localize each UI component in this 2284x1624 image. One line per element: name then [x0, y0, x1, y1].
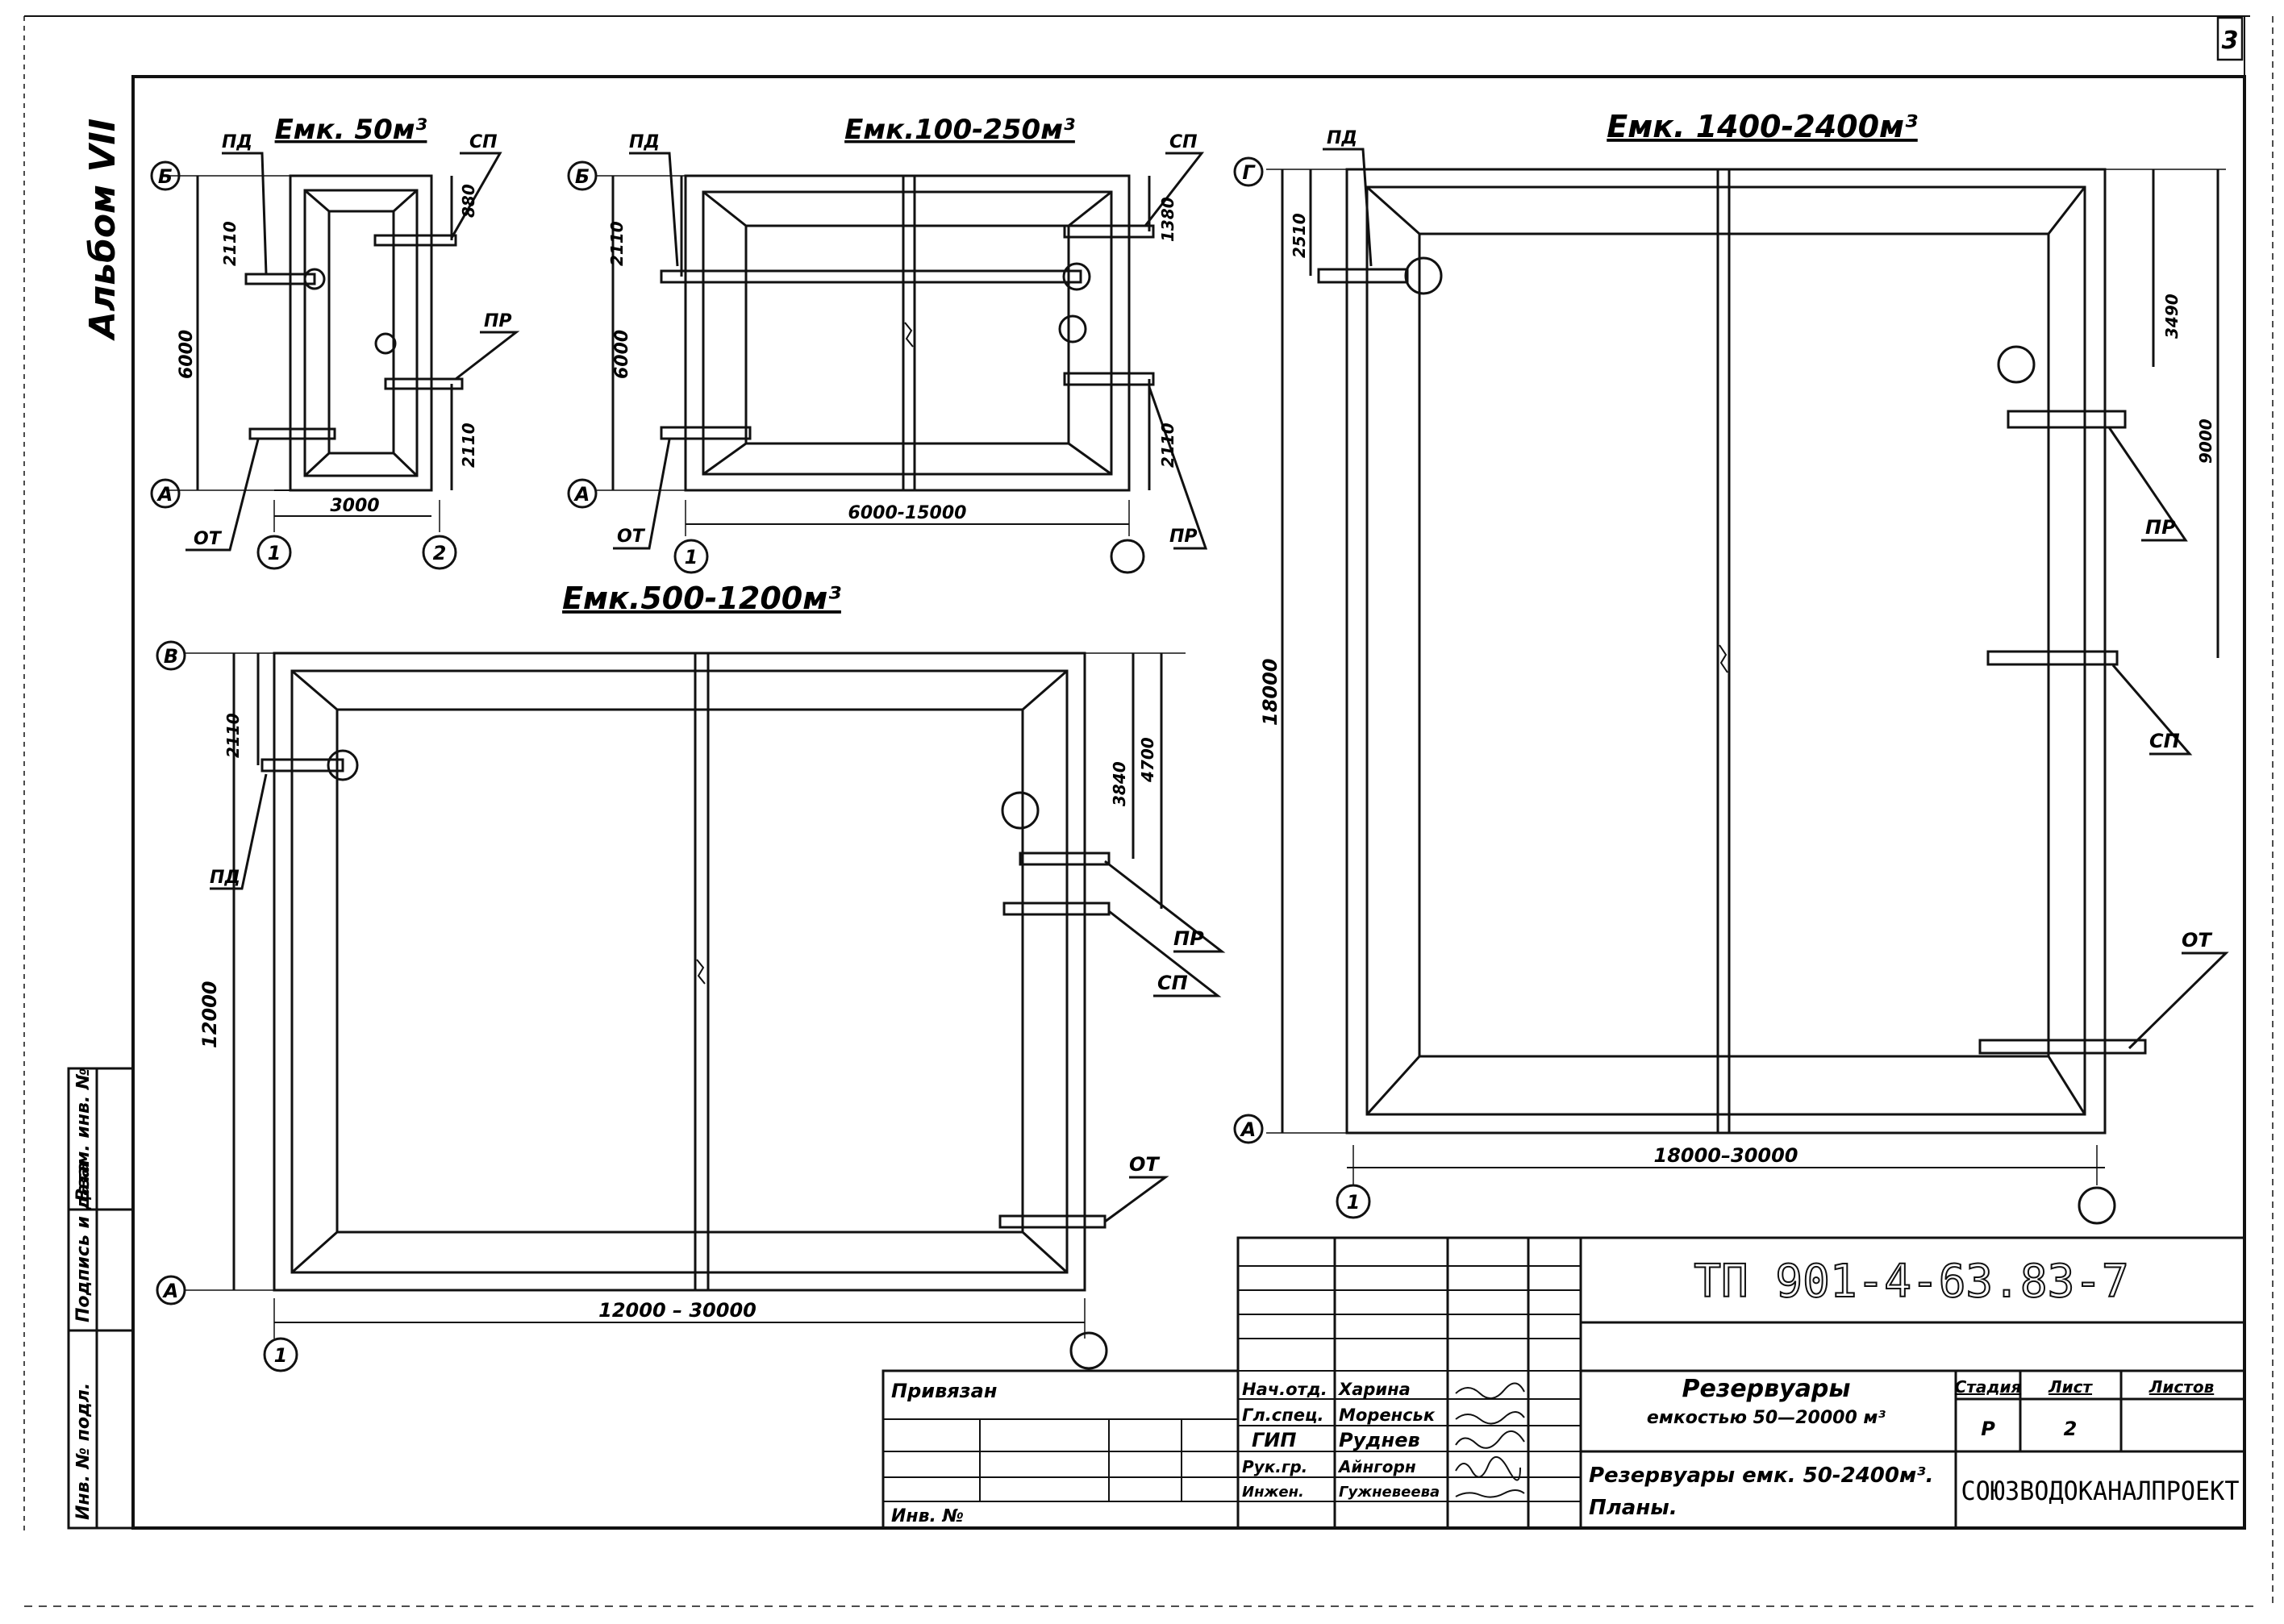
plan-500-dim-pr: 4700 — [1138, 737, 1157, 783]
plan-100-dim-sp: 1380 — [1158, 197, 1177, 242]
plan-500-label-pr: ПР — [1173, 927, 1204, 950]
plan-50-dim-width: 3000 — [330, 496, 379, 516]
plan-100-axis-top: Б — [575, 165, 590, 188]
plan-100-title: Емк.100-250м³ — [844, 114, 1075, 146]
plan-500-label-sp: СП — [1157, 972, 1188, 994]
role-0: Нач.отд. — [1242, 1380, 1327, 1399]
role-3-name: Айнгорн — [1337, 1457, 1416, 1476]
side-stamp — [67, 1067, 135, 1530]
plan-100-axis-bottom: A — [573, 483, 590, 506]
plan-1400-label-ot: ОТ — [2182, 929, 2212, 951]
plan-500-axis-left: 1 — [274, 1344, 288, 1367]
plan-100-label-pr: ПР — [1169, 527, 1198, 547]
plan-500-label-ot: ОТ — [1129, 1153, 1160, 1176]
role-2-name: Руднев — [1339, 1429, 1420, 1451]
plan-50-axis-top: Б — [158, 165, 173, 188]
role-4-name: Гужневеева — [1339, 1484, 1440, 1501]
plan-500-title: Емк.500-1200м³ — [562, 581, 841, 616]
plan-1400-axis-left: 1 — [1347, 1191, 1361, 1214]
album-label: Альбом VII — [82, 119, 123, 341]
plan-1400: Емк. 1400-2400м³ — [1233, 109, 2229, 1225]
project-title-2: емкостью 50—20000 м³ — [1647, 1408, 1886, 1428]
plan-500-dim-pd: 2110 — [223, 713, 243, 758]
sheet-title-2: Планы. — [1589, 1496, 1678, 1520]
sheet-number: 3 — [2222, 27, 2239, 55]
plan-1400-label-sp: СП — [2149, 730, 2180, 752]
privyazan-label: Привязан — [891, 1380, 997, 1402]
doc-code: ТП 901-4-63.83-7 — [1694, 1255, 2128, 1308]
sheet-frame — [23, 15, 2274, 1607]
plan-1400-label-pd: ПД — [1327, 128, 1357, 148]
plan-500-axis-top: В — [164, 645, 178, 668]
plan-50-label-ot: ОТ — [194, 529, 223, 549]
plan-100-label-ot: ОТ — [617, 527, 646, 547]
plan-1400-dim-height: 18000 — [1259, 659, 1282, 727]
plan-50-label-pd: ПД — [222, 132, 252, 152]
plan-500-dim-width: 12000 – 30000 — [598, 1299, 756, 1322]
plan-100-dim-pr: 2110 — [1158, 423, 1177, 468]
plan-1400-axis-top: Г — [1242, 161, 1256, 184]
plan-50-label-sp: СП — [469, 132, 498, 152]
plan-1400-title: Емк. 1400-2400м³ — [1607, 109, 1918, 144]
role-2: ГИП — [1252, 1429, 1296, 1451]
plan-100-dim-pd: 2110 — [607, 221, 627, 266]
plan-500-dim-height: 12000 — [198, 981, 221, 1049]
stage-label: Стадия — [1955, 1377, 2022, 1397]
plan-50-title: Емк. 50м³ — [275, 114, 427, 146]
plan-1400-dim-pd: 2510 — [1290, 213, 1309, 258]
sheet-label: Лист — [2048, 1377, 2093, 1397]
role-0-name: Харина — [1337, 1380, 1411, 1399]
plan-50-axis-left: 1 — [268, 542, 281, 564]
organization: СОЮЗВОДОКАНАЛПРОЕКТ — [1961, 1476, 2240, 1506]
side-stamp-inv: Инв. № подл. — [73, 1383, 94, 1520]
sheet-title-1: Резервуары емк. 50-2400м³. — [1589, 1464, 1933, 1488]
plan-100-dim-width: 6000-15000 — [848, 503, 967, 523]
plan-100-axis-left: 1 — [685, 546, 698, 568]
plan-50-dim-sp: 880 — [459, 184, 478, 218]
signatures — [1455, 1382, 1525, 1498]
inv-no-label: Инв. № — [891, 1506, 964, 1526]
plan-50-dim-pr: 2110 — [459, 423, 478, 468]
plan-100: Емк.100-250м³ — [567, 114, 1208, 574]
role-1: Гл.спец. — [1242, 1405, 1323, 1425]
plan-500-label-pd: ПД — [210, 868, 240, 888]
role-1-name: Моренськ — [1339, 1405, 1436, 1425]
sheet-value: 2 — [2064, 1418, 2078, 1440]
role-4: Инжен. — [1242, 1484, 1304, 1501]
plan-1400-label-pr: ПР — [2145, 516, 2176, 539]
side-stamp-replace: Взам. инв. № — [73, 1068, 94, 1201]
plan-1400-dim-sp: 9000 — [2196, 418, 2215, 464]
plan-50-axis-bottom: A — [156, 483, 173, 506]
role-3: Рук.гр. — [1242, 1457, 1307, 1476]
stage-value: Р — [1981, 1418, 1995, 1440]
plan-50-label-pr: ПР — [484, 311, 512, 331]
plan-1400-dim-pr: 3490 — [2162, 294, 2182, 339]
sheets-label: Листов — [2149, 1377, 2214, 1397]
plan-500-axis-bottom: A — [162, 1280, 179, 1302]
plan-500-dim-sp: 3840 — [1110, 761, 1129, 806]
plan-50-axis-right: 2 — [433, 542, 447, 564]
plan-50-dim-pd: 2110 — [220, 221, 240, 266]
plan-100-dim-height: 6000 — [612, 330, 632, 379]
title-block — [882, 1236, 2246, 1530]
plan-100-label-pd: ПД — [629, 132, 660, 152]
side-stamp-sign: Подпись и дата — [73, 1161, 94, 1322]
plan-100-label-sp: СП — [1169, 132, 1198, 152]
plan-500: Емк.500-1200м³ — [156, 581, 1226, 1372]
project-title-1: Резервуары — [1682, 1375, 1851, 1403]
plan-50-dim-height: 6000 — [177, 330, 197, 379]
plan-1400-dim-width: 18000–30000 — [1654, 1144, 1798, 1167]
plan-1400-axis-bottom: A — [1240, 1118, 1257, 1141]
plan-50: Емк. 50м³ — [150, 114, 520, 570]
